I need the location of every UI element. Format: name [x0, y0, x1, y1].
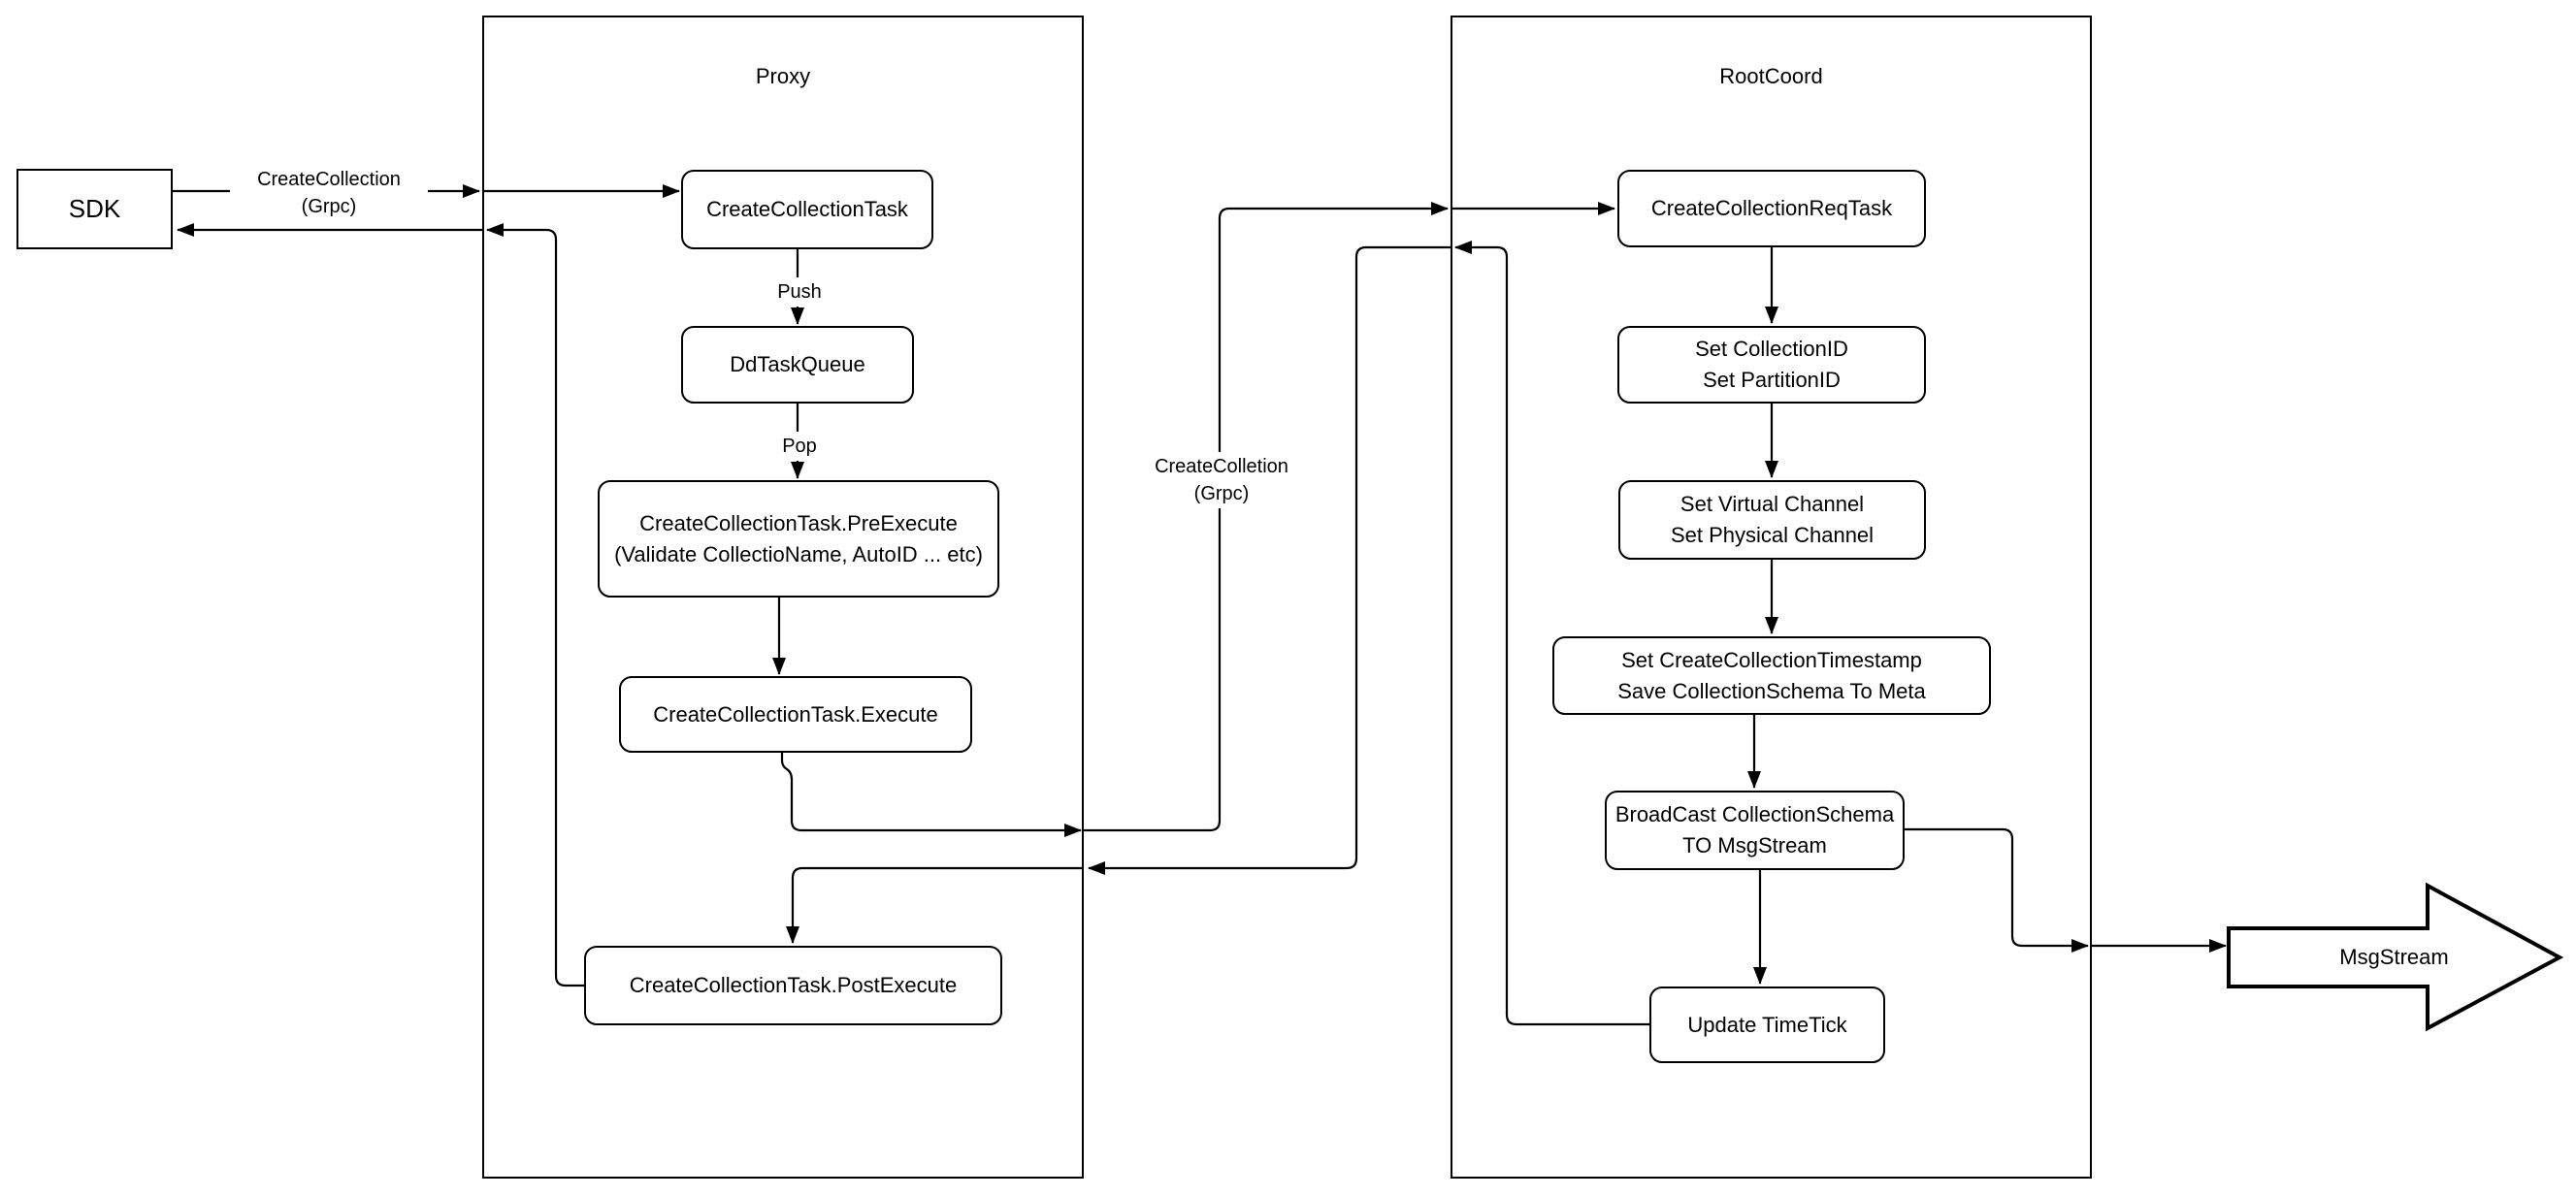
- edge-label-createcolletion-grpc-mid: CreateColletion (Grpc): [1123, 452, 1321, 508]
- node-set-timestamp: Set CreateCollectionTimestamp Save Colle…: [1552, 636, 1991, 715]
- edge-label-pop: Pop: [759, 432, 840, 461]
- node-createcollectionreqtask: CreateCollectionReqTask: [1617, 170, 1926, 247]
- node-createcollectiontask: CreateCollectionTask: [681, 170, 933, 249]
- node-set-timestamp-line1: Set CreateCollectionTimestamp: [1621, 647, 1922, 672]
- edge-label-push: Push: [759, 277, 840, 307]
- node-set-ids-line2: Set PartitionID: [1703, 368, 1841, 392]
- node-preexecute-line1: CreateCollectionTask.PreExecute: [639, 510, 958, 535]
- edge-rootcoord-to-proxy-return: [1088, 245, 1451, 875]
- rootcoord-title: RootCoord: [1719, 64, 1823, 88]
- node-set-channels-line2: Set Physical Channel: [1670, 523, 1875, 547]
- node-createcollectionreqtask-label: CreateCollectionReqTask: [1650, 196, 1893, 221]
- node-set-timestamp-line2: Save CollectionSchema To Meta: [1617, 678, 1926, 703]
- node-set-ids: Set CollectionID Set PartitionID: [1617, 326, 1926, 404]
- node-sdk: SDK: [16, 169, 173, 249]
- edge-proxy-to-rootcoord: [1084, 202, 1449, 832]
- node-broadcast-line2: TO MsgStream: [1682, 833, 1827, 857]
- node-ddtaskqueue: DdTaskQueue: [681, 326, 914, 404]
- proxy-title: Proxy: [755, 64, 811, 88]
- node-updatetimetick-label: Update TimeTick: [1687, 1012, 1847, 1037]
- node-broadcast-line1: BroadCast CollectionSchema: [1614, 802, 1895, 827]
- node-preexecute-line2: (Validate CollectioName, AutoID ... etc): [614, 541, 983, 566]
- node-createcollectiontask-label: CreateCollectionTask: [706, 197, 908, 222]
- rootcoord-container: [1451, 16, 2092, 1179]
- node-postexecute-label: CreateCollectionTask.PostExecute: [629, 973, 958, 998]
- edge-label-createcollection-grpc-left: CreateCollection (Grpc): [230, 165, 428, 221]
- node-sdk-label: SDK: [68, 193, 121, 223]
- proxy-container: [482, 16, 1084, 1179]
- node-set-channels-line1: Set Virtual Channel: [1679, 492, 1865, 517]
- node-ddtaskqueue-label: DdTaskQueue: [730, 352, 865, 377]
- node-broadcast: BroadCast CollectionSchema TO MsgStream: [1605, 791, 1905, 870]
- node-execute: CreateCollectionTask.Execute: [619, 676, 972, 753]
- node-execute-label: CreateCollectionTask.Execute: [653, 701, 938, 727]
- node-updatetimetick: Update TimeTick: [1649, 987, 1885, 1063]
- msgstream-label: MsgStream: [2339, 945, 2449, 969]
- node-set-channels: Set Virtual Channel Set Physical Channel: [1618, 480, 1926, 560]
- node-set-ids-line1: Set CollectionID: [1695, 337, 1848, 362]
- node-preexecute: CreateCollectionTask.PreExecute (Validat…: [598, 480, 999, 598]
- node-postexecute: CreateCollectionTask.PostExecute: [584, 946, 1002, 1025]
